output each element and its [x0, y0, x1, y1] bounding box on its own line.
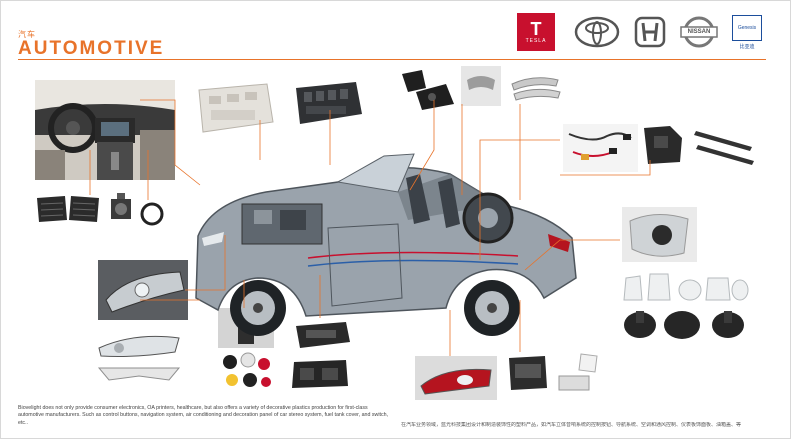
- byd-badge: Genesis: [732, 14, 762, 41]
- chrome-handle-part: [508, 70, 564, 108]
- transparent-caps-part: [620, 270, 750, 304]
- toyota-logo: [572, 13, 622, 51]
- tesla-logo: T TESLA: [517, 13, 555, 51]
- tail-light-part: [415, 356, 497, 400]
- interior-dashboard-photo: [35, 80, 175, 180]
- white-panel-part: [195, 82, 275, 134]
- description-cn: 在汽车业务领域，蓝光科技集团设计和制造装饰性的塑料产品，如汽车立体音响系统的控制…: [401, 422, 742, 428]
- byd-logo: Genesis 比亚迪: [727, 13, 767, 51]
- nissan-wordmark: NISSAN: [687, 29, 711, 35]
- door-handle-part: [461, 66, 501, 106]
- seat-rail-part: [692, 125, 758, 167]
- ring-seal-part: [139, 201, 165, 227]
- nissan-logo: NISSAN: [678, 13, 720, 51]
- header-divider: [18, 59, 766, 60]
- lamp-housing-part: [505, 352, 551, 394]
- colored-knobs-part: [218, 350, 274, 390]
- fuse-box-part: [290, 78, 365, 128]
- tesla-wordmark: TESLA: [525, 38, 547, 44]
- fuel-tank-cover-part: [622, 207, 697, 262]
- air-vent-part: [33, 192, 103, 226]
- section-title-cn: 汽车: [18, 30, 36, 39]
- headlight-part: [98, 260, 188, 320]
- black-housing-part: [288, 356, 352, 392]
- vent-mechanism-part: [107, 193, 135, 225]
- fog-lamp-part: [95, 330, 183, 360]
- honda-logo: [628, 13, 672, 51]
- engine-bracket-part: [640, 124, 686, 166]
- tesla-mark: T: [530, 19, 542, 39]
- brand-logos: T TESLA NISSAN Genesis 比亚迪: [517, 13, 767, 53]
- section-title: AUTOMOTIVE: [18, 38, 165, 59]
- black-trim-part: [292, 318, 352, 352]
- byd-label: 比亚迪: [739, 43, 755, 50]
- fuel-cap-knobs-part: [620, 303, 750, 343]
- car-cutaway-image: [188, 138, 580, 340]
- clear-lens-parts: [555, 350, 601, 396]
- door-handle-bracket-part: [398, 66, 460, 112]
- description-en: Biovelight does not only provide consume…: [18, 405, 389, 426]
- chrome-trim-part: [95, 362, 183, 386]
